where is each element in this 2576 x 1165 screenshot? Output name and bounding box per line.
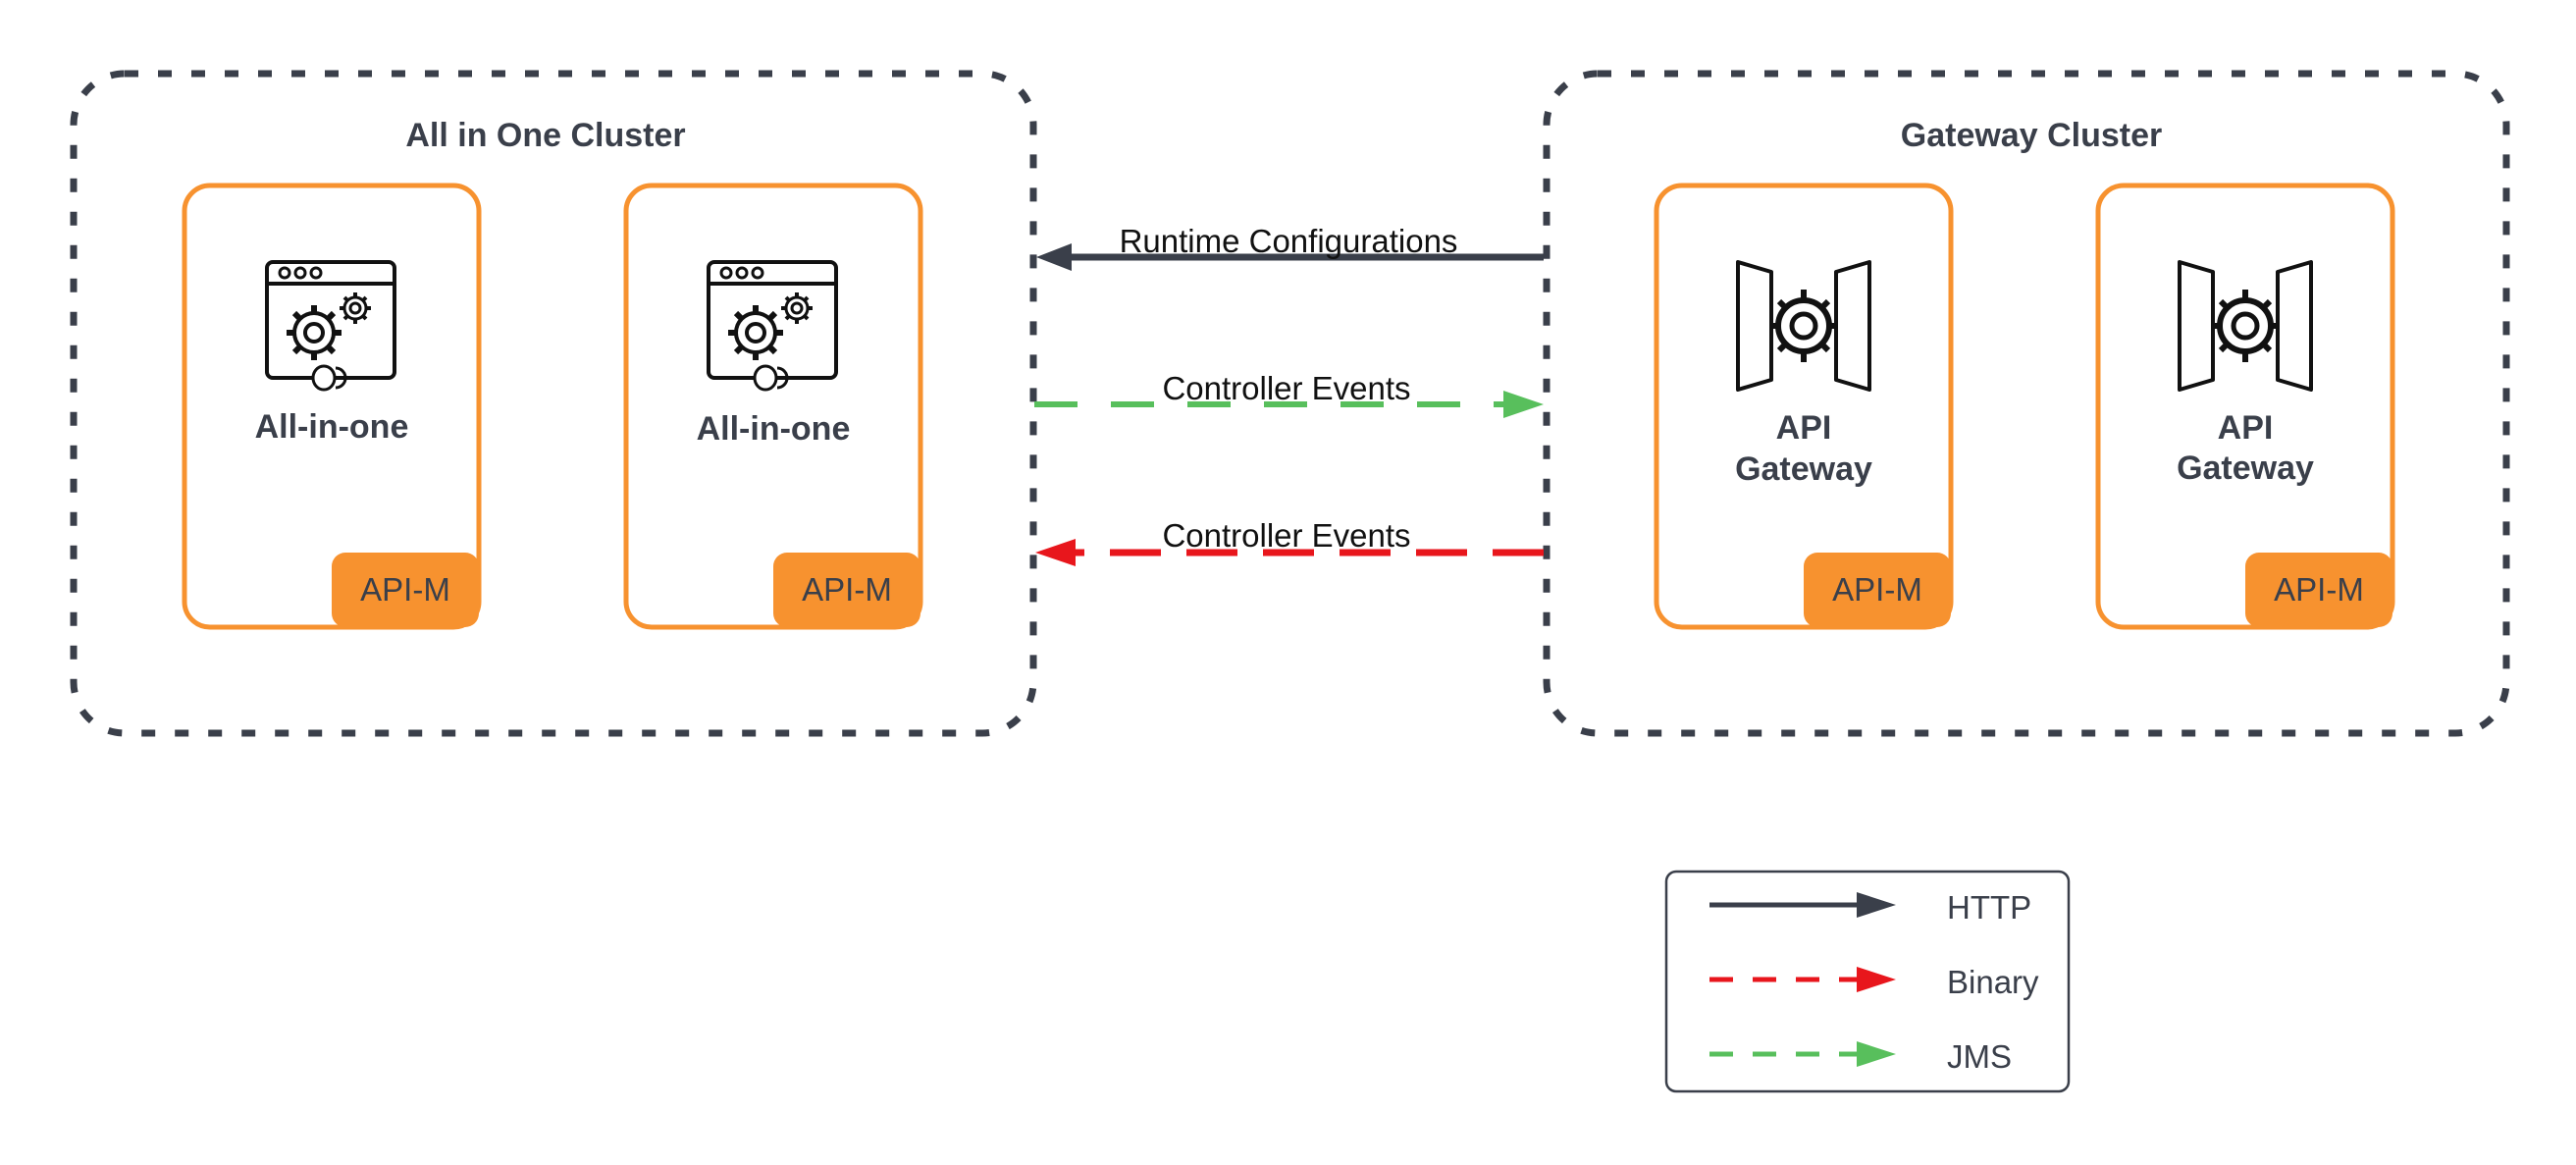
cluster-title: All in One Cluster [405,117,685,154]
api-gateway-node-2[interactable]: API Gateway API-M [2095,183,2395,630]
legend-item-jms: JMS [1709,1038,2012,1075]
arrow-head [1857,1041,1896,1067]
controller-events-jms-edge: Controller Events [1034,370,1544,418]
node-label: All-in-one [697,410,851,448]
api-m-badge [2245,553,2392,627]
legend-item-http: HTTP [1709,889,2031,926]
runtime-configurations-edge: Runtime Configurations [1036,223,1544,271]
cluster-border [70,70,1037,737]
edge-label: Runtime Configurations [1120,223,1458,259]
badge-label: API-M [802,571,892,608]
arrow-head [1035,539,1076,566]
app-window-gears-icon [267,262,394,390]
app-window-gears-icon [709,262,836,390]
all-in-one-cluster: All in One Cluster [70,70,1037,737]
arrow-head [1857,967,1896,992]
api-m-badge [1804,553,1951,627]
node-border [623,183,923,630]
arrow-head [1503,391,1544,418]
node-label-line-1: API [2218,409,2274,447]
badge-label: API-M [2274,571,2364,608]
all-in-one-node-1[interactable]: All-in-one API-M [182,183,482,630]
node-label-line-2: Gateway [2177,450,2314,487]
edge-label: Controller Events [1162,517,1410,554]
cluster-border [1543,70,2510,737]
arrow-head [1857,892,1896,918]
gateway-cluster: Gateway Cluster [1543,70,2510,737]
controller-events-binary-edge: Controller Events [1035,517,1544,566]
edge-label: Controller Events [1162,370,1410,406]
legend: HTTP Binary JMS [1664,870,2071,1093]
all-in-one-node-2[interactable]: All-in-one API-M [623,183,923,630]
cluster-title: Gateway Cluster [1901,117,2162,154]
badge-label: API-M [360,571,450,608]
node-border [1654,183,1954,630]
badge-label: API-M [1832,571,1922,608]
node-border [2095,183,2395,630]
node-label: All-in-one [255,408,409,446]
arrow-head [1036,243,1072,271]
legend-label: JMS [1947,1038,2012,1075]
legend-label: HTTP [1947,889,2031,926]
node-label-line-1: API [1776,409,1832,447]
api-m-badge [773,553,920,627]
legend-label: Binary [1947,964,2039,1000]
api-gateway-node-1[interactable]: API Gateway API-M [1654,183,1954,630]
node-label-line-2: Gateway [1735,450,1872,488]
node-border [182,183,482,630]
legend-item-binary: Binary [1709,964,2039,1000]
api-m-badge [332,553,479,627]
